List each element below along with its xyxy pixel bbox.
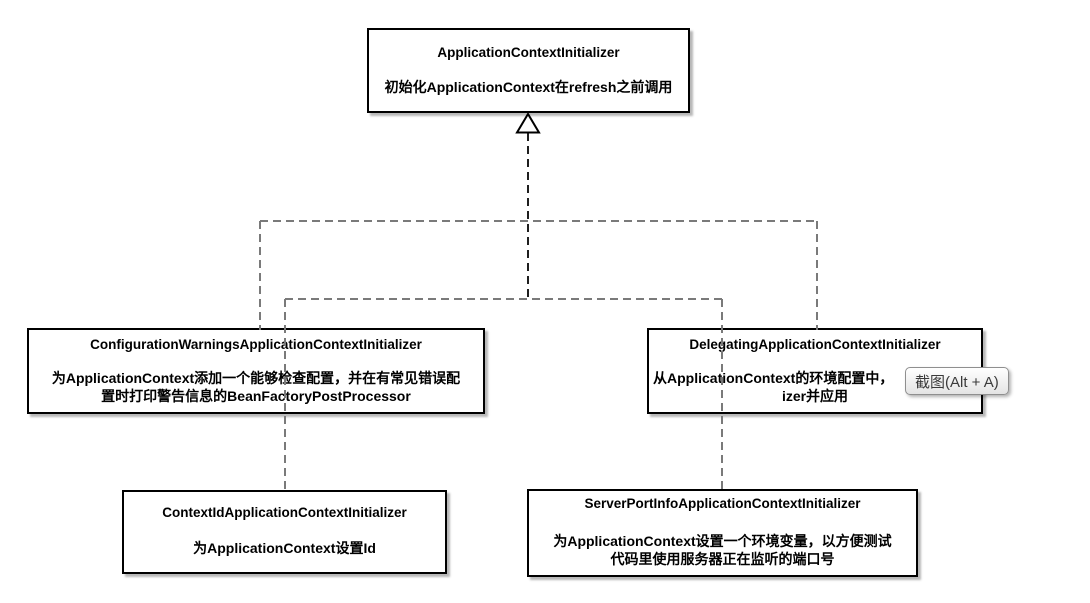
class-box-context-id-initializer: ContextIdApplicationContextInitializer 为… — [122, 490, 447, 574]
class-description-line: 代码里使用服务器正在监听的端口号 — [610, 551, 835, 567]
class-description-line: 为ApplicationContext设置Id — [193, 540, 376, 556]
class-description-line: 初始化ApplicationContext在refresh之前调用 — [384, 79, 673, 95]
screenshot-tooltip-button[interactable]: 截图(Alt + A) — [905, 367, 1009, 395]
class-box-configuration-warnings-initializer: ConfigurationWarningsApplicationContextI… — [27, 328, 485, 414]
class-description-line: 从ApplicationContext的环境配置中， — [653, 370, 894, 386]
class-title: DelegatingApplicationContextInitializer — [689, 337, 941, 352]
class-title: ServerPortInfoApplicationContextInitiali… — [584, 496, 861, 511]
class-box-application-context-initializer: ApplicationContextInitializer 初始化Applica… — [367, 28, 690, 113]
generalization-triangle-icon — [515, 112, 541, 134]
class-title: ConfigurationWarningsApplicationContextI… — [90, 337, 422, 352]
class-title: ContextIdApplicationContextInitializer — [162, 505, 407, 520]
class-box-server-port-info-initializer: ServerPortInfoApplicationContextInitiali… — [527, 489, 918, 577]
class-description-line: izer并应用 — [781, 388, 849, 404]
class-description-line: 置时打印警告信息的BeanFactoryPostProcessor — [101, 388, 411, 404]
class-title: ApplicationContextInitializer — [437, 45, 620, 60]
class-description-line: 为ApplicationContext添加一个能够检查配置，并在有常见错误配 — [51, 370, 461, 386]
class-description-line: 为ApplicationContext设置一个环境变量，以方便测试 — [553, 533, 892, 549]
